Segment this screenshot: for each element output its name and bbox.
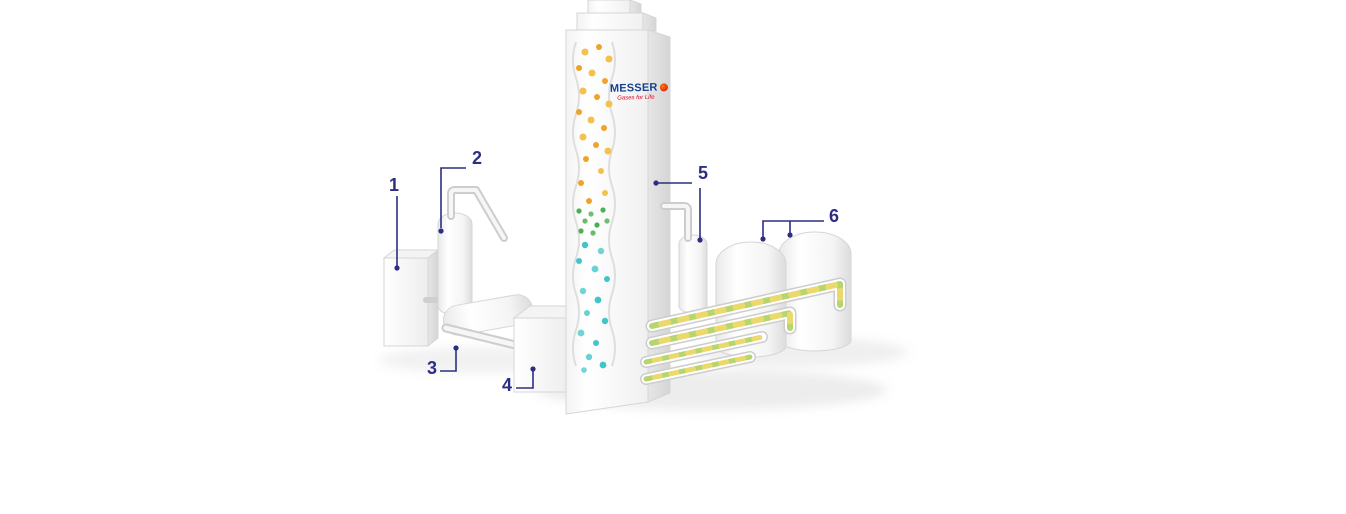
- column-cutaway: [572, 41, 616, 367]
- callout-label-5: 5: [697, 163, 708, 183]
- callout-lines: [394, 167, 824, 389]
- callout-line-6: [760, 220, 824, 242]
- transfer-pipe-3: [640, 331, 768, 368]
- callout-label-1: 1: [388, 175, 399, 195]
- callout-line-5: [653, 180, 703, 243]
- bubbles-teal: [576, 241, 610, 373]
- column-2-pipe: [447, 186, 508, 242]
- column-2: [437, 212, 473, 316]
- callout-label-4: 4: [501, 375, 512, 395]
- messer-logo-row: MESSER: [610, 81, 674, 95]
- column-top-cap: [576, 0, 657, 32]
- column-5: [678, 234, 708, 314]
- transfer-pipe-4: [640, 351, 756, 385]
- callout-label-2: 2: [471, 148, 482, 168]
- bubbles-yellow: [576, 44, 613, 204]
- callout-line-4: [516, 366, 536, 389]
- callout-line-3: [440, 345, 459, 372]
- transfer-pipe-1: [645, 277, 847, 333]
- callout-line-2: [438, 167, 466, 234]
- callout-line-1: [394, 196, 400, 271]
- messer-logo: MESSER Gases for Life: [610, 81, 674, 102]
- transfer-pipe-2: [645, 306, 797, 350]
- callout-label-3: 3: [426, 358, 437, 378]
- bubbles-green: [576, 207, 610, 236]
- main-column: [565, 0, 671, 415]
- callout-label-6: 6: [828, 206, 839, 226]
- column-5-pipe: [660, 202, 692, 242]
- process-pipes: [640, 277, 847, 385]
- messer-logo-text: MESSER: [609, 81, 658, 95]
- messer-logo-globe-icon: [659, 83, 668, 92]
